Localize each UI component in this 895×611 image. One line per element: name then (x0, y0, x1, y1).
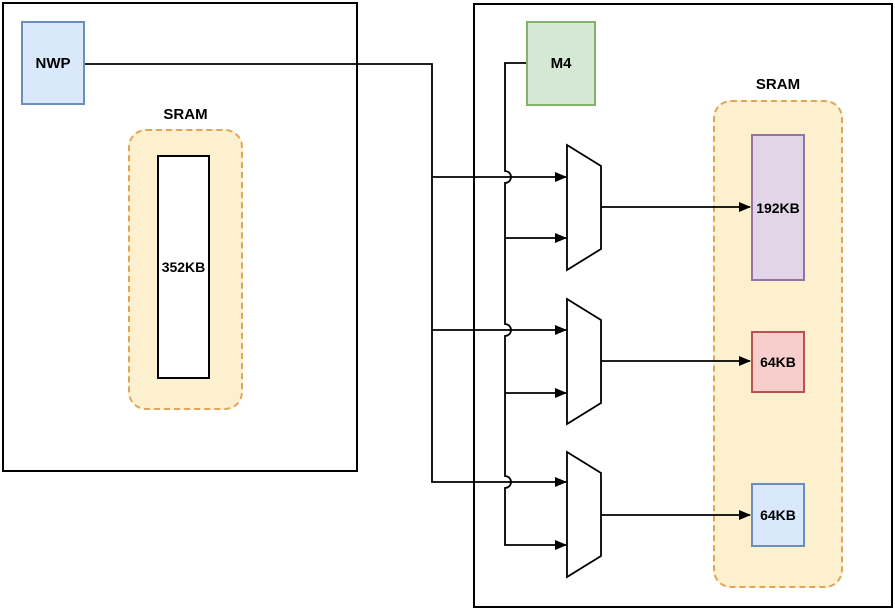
sram-bank-352kb: 352KB (157, 155, 210, 379)
right-sram-title: SRAM (755, 76, 801, 93)
nwp-bus-trunk (85, 63, 567, 487)
sram-bank-64kb-2: 64KB (751, 483, 805, 547)
nwp-domain-container (2, 2, 358, 472)
sram-bank-64kb-1: 64KB (751, 331, 805, 393)
nwp-processor-box: NWP (21, 21, 85, 105)
mux3-icon (566, 450, 602, 579)
sram-bank-192kb: 192KB (751, 134, 805, 281)
m4-bus-trunk (504, 62, 567, 550)
left-sram-title: SRAM (163, 106, 208, 123)
mux1-icon (566, 143, 602, 272)
m4-processor-box: M4 (526, 21, 596, 106)
m4-domain-container (473, 3, 893, 608)
mux2-icon (566, 297, 602, 426)
